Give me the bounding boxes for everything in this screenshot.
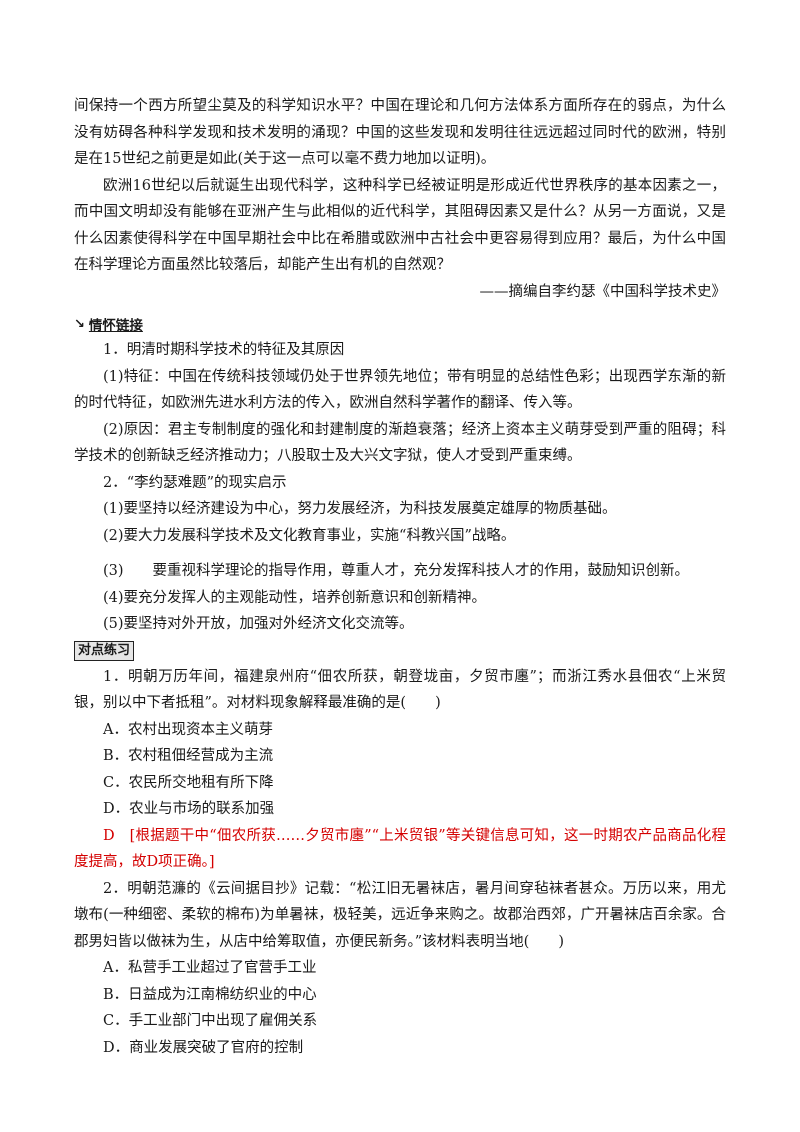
point2-item: (4)要充分发挥人的主观能动性，培养创新意识和创新精神。 (103, 589, 487, 606)
point2-title: 2．“李约瑟难题”的现实启示 (103, 474, 287, 491)
question-1-option: A．农村出现资本主义萌芽 (103, 721, 273, 738)
question-1-option: C．农民所交地租有所下降 (103, 774, 274, 791)
question-2-option: D．商业发展突破了官府的控制 (103, 1039, 304, 1056)
question-1-stem: 1．明朝万历年间，福建泉州府“佃农所获，朝登垅亩，夕贸市廛”；而浙江秀水县佃农“… (74, 668, 726, 712)
question-1-option: B．农村租佃经营成为主流 (103, 748, 274, 764)
point1-feature: (1)特征：中国在传统科技领域仍处于世界领先地位；带有明显的总结性色彩；出现西学… (74, 368, 726, 412)
practice-heading: 对点练习 (74, 638, 726, 664)
practice-title: 对点练习 (74, 640, 135, 661)
point1-title: 1．明清时期科学技术的特征及其原因 (103, 342, 345, 358)
question-2-option: B．日益成为江南棉纺织业的中心 (103, 986, 317, 1003)
section-title: 情怀链接 (88, 318, 143, 334)
intro-paragraph-1: 间保持一个西方所望尘莫及的科学知识水平？中国在理论和几何方法体系方面所存在的弱点… (74, 98, 726, 167)
document-page: 间保持一个西方所望尘莫及的科学知识水平？中国在理论和几何方法体系方面所存在的弱点… (74, 93, 726, 1061)
point2-item: (3) 要重视科学理论的指导作用，尊重人才，充分发挥科技人才的作用，鼓励知识创新… (103, 563, 690, 579)
question-1-option: D．农业与市场的联系加强 (103, 801, 275, 817)
point2-item: (2)要大力发展科学技术及文化教育事业，实施“科教兴国”战略。 (103, 527, 516, 544)
source-citation: ——摘编自李约瑟《中国科学技术史》 (479, 283, 727, 300)
question-2-option: C．手工业部门中出现了雇佣关系 (103, 1013, 318, 1029)
question-1-answer: D [根据题干中“佃农所获……夕贸市廛”“上米贸银”等关键信息可知，这一时期农产… (74, 827, 726, 871)
intro-paragraph-2: 欧洲16世纪以后就诞生出现代科学，这种科学已经被证明是形成近代世界秩序的基本因素… (74, 177, 726, 274)
point2-item: (1)要坚持以经济建设为中心，努力发展经济，为科技发展奠定雄厚的物质基础。 (103, 501, 617, 517)
question-2-option: A．私营手工业超过了官营手工业 (103, 960, 317, 976)
point2-item: (5)要坚持对外开放，加强对外经济文化交流等。 (103, 616, 414, 632)
section-heading: ↘ 情怀链接 (74, 311, 726, 337)
point1-reason: (2)原因：君主专制制度的强化和封建制度的渐趋衰落；经济上资本主义萌芽受到严重的… (74, 421, 726, 465)
question-2-stem: 2．明朝范濂的《云间据目抄》记载：“松江旧无暑袜店，暑月间穿毡袜者甚众。万历以来… (74, 880, 726, 950)
arrow-icon: ↘ (74, 316, 85, 332)
